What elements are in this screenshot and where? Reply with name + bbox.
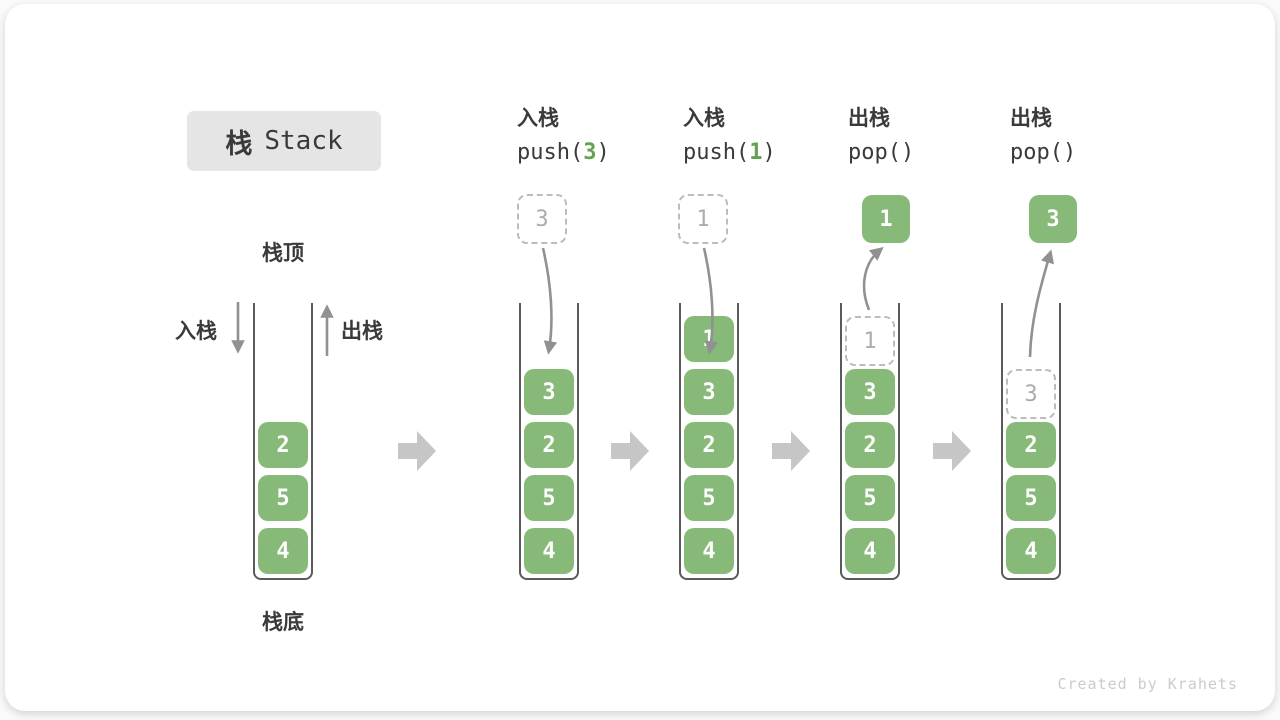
stack-block-ghost: 1 [845,316,895,366]
diagram-title: 栈 Stack [187,111,381,171]
stack-block: 4 [258,528,308,574]
stack-block: 3 [524,369,574,415]
operation-code: push(1) [683,140,776,165]
stack-block: 2 [524,422,574,468]
popped-element-1: 1 [862,195,910,243]
stack-block: 2 [258,422,308,468]
push-direction-label: 入栈 [175,319,217,343]
incoming-element-3: 3 [517,194,567,244]
watermark: Created by Krahets [1057,675,1238,693]
operation-name: 出栈 [848,106,890,130]
stack-block: 5 [1006,475,1056,521]
operation-code: pop() [848,140,915,165]
operation-push-1: 入栈 push(1) [683,108,776,164]
operation-code: push(3) [517,140,610,165]
operation-code: pop() [1010,140,1077,165]
stack-block: 2 [684,422,734,468]
title-zh: 栈 [225,128,253,160]
operation-arg: 1 [749,140,763,165]
stack-block-ghost: 3 [1006,369,1056,419]
stack-block: 2 [845,422,895,468]
stack-state-5: 3 2 5 4 [1001,303,1061,580]
stack-bottom-label: 栈底 [262,610,304,634]
operation-name: 入栈 [683,106,725,130]
operation-name: 入栈 [517,106,559,130]
operation-arg: 3 [583,140,597,165]
stack-state-3: 1 3 2 5 4 [679,303,739,580]
incoming-element-1: 1 [678,194,728,244]
stack-block: 1 [684,316,734,362]
transition-arrow-icon [933,431,971,471]
stack-block: 5 [258,475,308,521]
transition-arrow-icon [611,431,649,471]
title-en: Stack [264,126,343,156]
popped-element-3: 3 [1029,195,1077,243]
stack-state-1: 2 5 4 [253,303,313,580]
transition-arrow-icon [398,431,436,471]
stack-block: 5 [845,475,895,521]
operation-pop-1: 出栈 pop() [848,108,914,164]
stack-block: 4 [524,528,574,574]
pop-direction-label: 出栈 [341,319,383,343]
stack-block: 5 [684,475,734,521]
stack-block: 3 [845,369,895,415]
stack-state-4: 1 3 2 5 4 [840,303,900,580]
operation-pop-2: 出栈 pop() [1010,108,1076,164]
transition-arrow-icon [772,431,810,471]
stack-block: 2 [1006,422,1056,468]
operation-push-3: 入栈 push(3) [517,108,610,164]
stack-block: 4 [1006,528,1056,574]
stack-block: 5 [524,475,574,521]
stack-state-2: 3 2 5 4 [519,303,579,580]
stack-top-label: 栈顶 [262,241,304,265]
stack-block: 4 [845,528,895,574]
stack-block: 4 [684,528,734,574]
stack-block: 3 [684,369,734,415]
operation-name: 出栈 [1010,106,1052,130]
